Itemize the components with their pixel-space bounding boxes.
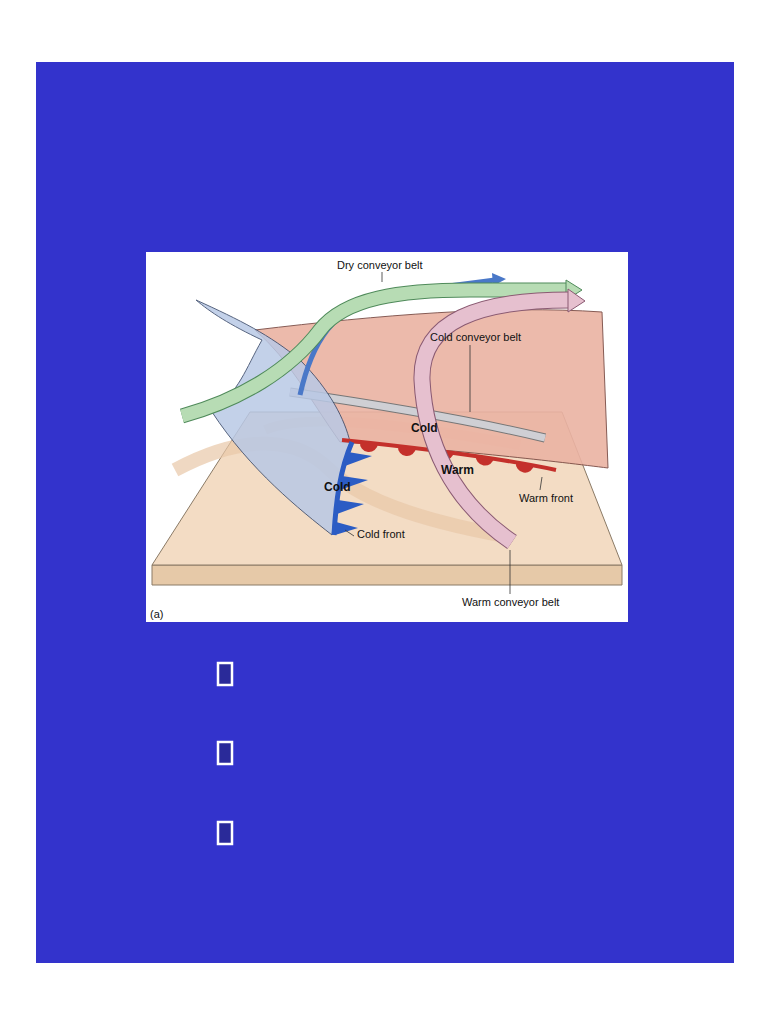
belt-label: Dry conveyor belt bbox=[337, 259, 423, 272]
warm-conveyor-belt bbox=[422, 300, 570, 542]
front-label: Cold front bbox=[357, 528, 405, 541]
ground-slab-edge bbox=[152, 565, 622, 585]
air-mass-label: Warm bbox=[441, 464, 474, 477]
arrowhead bbox=[568, 289, 585, 312]
warm-conveyor-belt-edge bbox=[422, 300, 570, 542]
front-label: Warm front bbox=[519, 492, 573, 505]
air-mass-label: Cold bbox=[411, 422, 438, 435]
leader-lines bbox=[345, 272, 542, 594]
figure-panel bbox=[146, 252, 628, 622]
belt-label: Cold conveyor belt bbox=[430, 331, 521, 344]
cold-air-surface bbox=[196, 300, 350, 535]
slide-background bbox=[36, 62, 734, 963]
belt-label: Warm conveyor belt bbox=[462, 596, 559, 609]
air-mass-label: Cold bbox=[324, 481, 351, 494]
panel-letter: (a) bbox=[150, 608, 163, 621]
bullet-checkbox bbox=[218, 663, 232, 844]
